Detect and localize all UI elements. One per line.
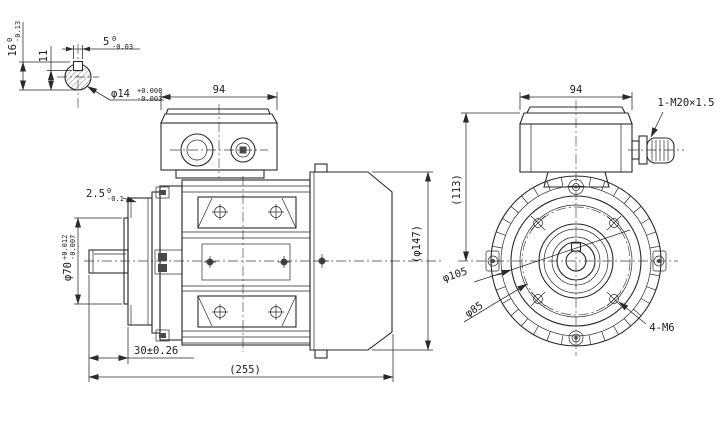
dim-shaft-length: 30±0.26	[88, 275, 194, 364]
dim-spigot-depth-lower: -0.1	[107, 195, 124, 203]
dim-total-length-value: (255)	[229, 364, 261, 376]
dim-shaft-length-value: 30±0.26	[134, 345, 178, 357]
dim-key-width: 5 0 -0.03	[62, 35, 140, 52]
bolt-circle	[521, 206, 631, 316]
dim-total-height-value: 16	[7, 44, 19, 57]
dim-center-to-top-value: (113)	[451, 174, 463, 206]
motor-side-view: 94 2.5 0 -0.1 φ70 +0.012 -0.007 30±0.26	[61, 84, 444, 382]
housing-clips	[485, 250, 667, 346]
side-motor-body	[181, 179, 311, 346]
dim-key-depth: 11	[38, 46, 54, 91]
dim-total-height: 16 0 -0.13	[6, 21, 26, 91]
dim-key-width-upper: 0	[112, 35, 116, 43]
dim-spigot-depth-value: 2.5	[86, 188, 105, 200]
side-flange	[123, 191, 161, 334]
dim-cable-gland-value: 1-M20×1.5	[658, 97, 715, 109]
dim-frame-dia: (φ147)	[372, 171, 433, 351]
dim-flange-dia: φ105	[441, 229, 631, 285]
dim-front-box-width-value: 94	[570, 84, 583, 96]
dim-frame-dia-value: (φ147)	[411, 225, 423, 263]
dim-spigot-depth-upper: 0	[107, 187, 111, 195]
dim-spigot-depth: 2.5 0 -0.1	[86, 187, 137, 203]
dim-total-height-lower: -0.13	[14, 21, 22, 42]
terminal-box-front	[519, 106, 633, 195]
dim-shaft-dia-value: φ14	[111, 88, 130, 100]
dim-key-depth-value: 11	[38, 50, 50, 63]
dim-total-height-upper: 0	[6, 38, 14, 42]
shaft-section-extension-lines	[19, 45, 83, 91]
dim-shaft-dia-lower: -0.003	[137, 95, 162, 103]
cooling-fins-front	[492, 177, 660, 345]
cooling-fins-side	[182, 185, 310, 344]
dim-spigot-dia: φ70 +0.012 -0.007	[61, 217, 122, 305]
dim-flange-holes-value: 4-M6	[649, 322, 674, 334]
flange-bolt-holes	[530, 215, 622, 307]
cable-gland	[628, 135, 684, 165]
dim-key-width-lower: -0.03	[112, 43, 133, 51]
dim-front-box-width: 94	[519, 84, 633, 110]
dim-flange-dia-value: φ105	[441, 266, 469, 285]
dim-center-to-top: (113)	[451, 112, 520, 262]
dim-side-box-width-value: 94	[213, 84, 226, 96]
dim-spigot-dia-lower: -0.007	[69, 235, 77, 260]
mounting-lug-bottom	[197, 295, 297, 328]
keyway	[72, 60, 84, 72]
motor-front-view: 94 (113) 1-M20×1.5 φ105 φ85	[441, 84, 714, 356]
dim-bolt-circle: φ85	[463, 283, 528, 323]
fan-cover-side	[309, 163, 393, 359]
side-centerlines	[84, 104, 444, 352]
dim-bolt-circle-value: φ85	[463, 300, 485, 320]
cable-entry-large	[180, 133, 214, 167]
dim-side-box-width: 94	[160, 84, 278, 110]
dim-total-length: (255)	[88, 334, 394, 382]
front-centerlines	[458, 100, 678, 356]
dim-spigot-dia-upper: +0.012	[61, 235, 69, 260]
front-flange-face	[510, 195, 642, 327]
dim-shaft-dia-upper: +0.008	[137, 87, 162, 95]
side-shaft	[88, 249, 129, 274]
dim-spigot-dia-value: φ70	[62, 262, 74, 281]
dim-cable-gland: 1-M20×1.5	[650, 97, 715, 138]
terminal-box-side	[160, 108, 278, 179]
dim-shaft-dia: φ14 +0.008 -0.003	[87, 86, 164, 103]
dim-flange-holes: 4-M6	[618, 301, 675, 334]
side-endshield	[154, 185, 183, 342]
shaft-cross-section-detail: 16 0 -0.13 11 5 0 -0.03	[6, 21, 164, 108]
dim-key-width-value: 5	[103, 36, 109, 48]
mounting-lug-top	[197, 196, 297, 229]
cable-entry-small	[230, 137, 256, 163]
